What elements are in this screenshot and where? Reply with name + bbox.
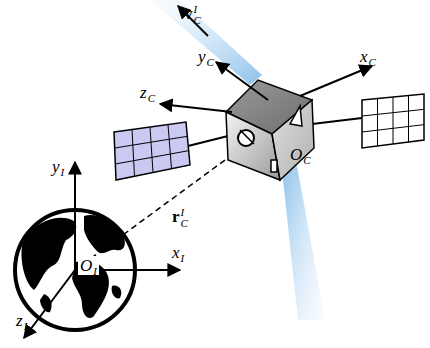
origin-label: OI xyxy=(78,256,99,275)
left-solar-panel xyxy=(114,122,228,180)
axis-label: xI xyxy=(172,244,184,261)
velocity-arrow xyxy=(178,6,208,36)
axis-label: zC xyxy=(140,84,155,101)
axis-label: zI xyxy=(16,312,27,329)
body-axes xyxy=(160,62,372,112)
vector-label: rCI xyxy=(170,206,190,230)
axis-label: yC xyxy=(198,48,214,65)
origin-label: OC xyxy=(290,146,311,163)
velocity-label: vCI xyxy=(184,4,201,26)
axis-label: xC xyxy=(360,48,376,65)
axis-label: yI xyxy=(52,158,64,175)
right-solar-panel xyxy=(312,94,424,148)
